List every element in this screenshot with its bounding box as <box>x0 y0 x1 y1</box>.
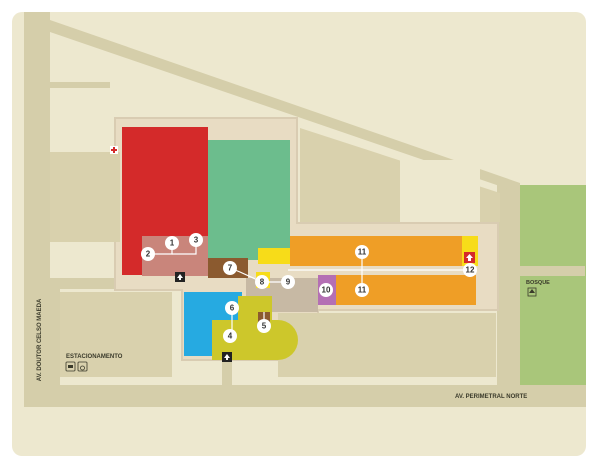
exit-arrow-icon <box>464 252 475 263</box>
lot-parking <box>60 292 172 377</box>
car-icon <box>65 361 76 372</box>
svg-text:11: 11 <box>358 286 367 295</box>
svg-text:2: 2 <box>146 250 151 259</box>
inner-road-north <box>50 82 110 88</box>
parking-label: ESTACIONAMENTO <box>66 354 123 360</box>
building-orange-top <box>290 236 466 266</box>
svg-text:10: 10 <box>322 286 331 295</box>
svg-text:3: 3 <box>194 236 199 245</box>
pin-5[interactable]: 5 <box>257 319 271 333</box>
south-access-road <box>222 356 232 386</box>
pin-1[interactable]: 1 <box>165 236 179 250</box>
svg-text:7: 7 <box>228 264 233 273</box>
pin-2[interactable]: 2 <box>141 247 155 261</box>
pin-4[interactable]: 4 <box>223 329 237 343</box>
south-avenue-label: AV. PERIMETRAL NORTE <box>455 394 527 400</box>
north-diagonal-road <box>50 20 520 193</box>
building-yellow-top <box>258 248 290 264</box>
south-avenue <box>24 385 586 407</box>
pin-9[interactable]: 9 <box>281 275 295 289</box>
lot-west-top <box>50 152 120 242</box>
inner-road-east <box>480 266 585 276</box>
pin-10[interactable]: 10 <box>319 283 333 297</box>
entrance-arrow-icon[interactable] <box>175 272 185 282</box>
east-road <box>497 185 520 390</box>
pin-11-bottom[interactable]: 11 <box>355 283 369 297</box>
woods-area <box>520 185 586 385</box>
pin-7[interactable]: 7 <box>223 261 237 275</box>
tree-icon <box>527 287 537 297</box>
svg-text:9: 9 <box>286 278 291 287</box>
pin-6[interactable]: 6 <box>225 301 239 315</box>
svg-text:4: 4 <box>228 332 233 341</box>
svg-text:8: 8 <box>260 278 265 287</box>
west-avenue-label: AV. DOUTOR CELSO MAEDA <box>37 298 43 381</box>
svg-text:11: 11 <box>358 248 367 257</box>
svg-text:12: 12 <box>466 266 475 275</box>
svg-text:6: 6 <box>230 304 235 313</box>
west-avenue <box>24 12 50 407</box>
building-green <box>208 140 290 260</box>
pin-3[interactable]: 3 <box>189 233 203 247</box>
parking-lot-road <box>50 282 60 385</box>
lot-south-east <box>278 313 496 377</box>
svg-text:5: 5 <box>262 322 267 331</box>
entrance-arrow-icon-south[interactable] <box>222 352 232 362</box>
pin-12[interactable]: 12 <box>463 263 477 277</box>
pin-11-top[interactable]: 11 <box>355 245 369 259</box>
hospital-cross-icon <box>110 146 118 154</box>
lot-east-small <box>400 160 480 222</box>
wheelchair-icon <box>77 361 88 372</box>
woods-label: BOSQUE <box>526 280 550 286</box>
pin-8[interactable]: 8 <box>255 275 269 289</box>
svg-text:1: 1 <box>170 239 175 248</box>
